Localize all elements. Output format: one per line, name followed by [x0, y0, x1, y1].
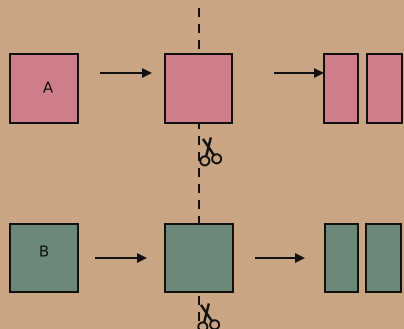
- scissors-icon: [199, 137, 223, 167]
- row-a: A: [9, 53, 403, 167]
- half-a-left: [323, 53, 359, 124]
- square-a-original: [9, 53, 79, 124]
- square-b-cut: [164, 223, 234, 293]
- half-b-right: [365, 223, 402, 293]
- label-b: B: [39, 243, 49, 261]
- label-a: A: [43, 79, 54, 97]
- scissors-icon: [197, 303, 221, 329]
- square-b-original: [9, 223, 79, 293]
- half-b-left: [324, 223, 359, 293]
- row-b: B: [9, 223, 402, 329]
- half-a-right: [366, 53, 403, 124]
- square-a-cut: [164, 53, 233, 124]
